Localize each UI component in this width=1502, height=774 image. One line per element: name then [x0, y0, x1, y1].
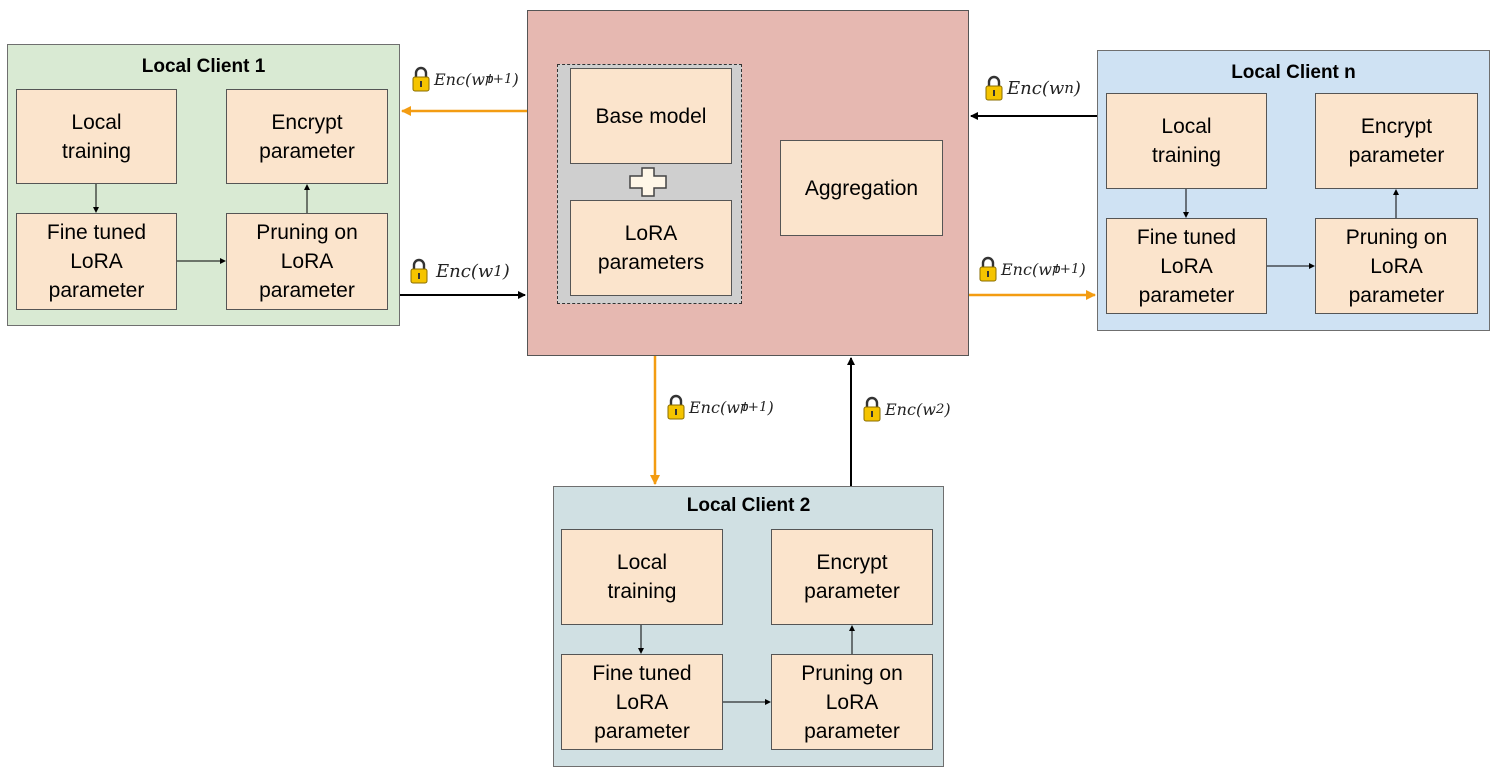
enc-base: Enc(w [1007, 77, 1065, 99]
fine-tuned-lora-node: Fine tuned LoRA parameter [561, 654, 723, 750]
fine-tuned-lora-node: Fine tuned LoRA parameter [1106, 218, 1267, 314]
encrypt-parameter-node: Encrypt parameter [771, 529, 933, 625]
enc-sub: p [484, 71, 494, 87]
enc-sup: t+1 [1054, 261, 1080, 277]
enc-close: ) [512, 69, 519, 89]
aggregation-node: Aggregation [780, 140, 943, 236]
client-title: Local Client n [1231, 62, 1356, 83]
enc-sub: n [1064, 79, 1074, 97]
pruning-lora-node: Pruning on LoRA parameter [1315, 218, 1478, 314]
plus-icon [629, 167, 667, 197]
base-model-node: Base model [570, 68, 732, 164]
pruning-lora-node: Pruning on LoRA parameter [226, 213, 388, 310]
lock-icon [979, 256, 997, 282]
client-title: Local Client 1 [141, 56, 266, 77]
fine-tuned-lora-node: Fine tuned LoRA parameter [16, 213, 177, 310]
enc-sub: p [739, 399, 749, 415]
enc-base: Enc(w [436, 260, 494, 282]
enc-sub: p [1051, 261, 1061, 277]
local-training-node: Local training [1106, 93, 1267, 189]
enc-base: Enc(w [885, 399, 936, 419]
lora-parameters-node: LoRA parameters [570, 200, 732, 296]
local-training-node: Local training [16, 89, 177, 184]
enc-base: Enc(w [1001, 259, 1052, 279]
enc-base: Enc(w [689, 397, 740, 417]
local-training-node: Local training [561, 529, 723, 625]
lock-icon [410, 258, 428, 284]
enc-base: Enc(w [434, 69, 485, 89]
pruning-lora-node: Pruning on LoRA parameter [771, 654, 933, 750]
enc-close: ) [1073, 77, 1081, 99]
enc-close: ) [502, 260, 510, 282]
lock-icon [985, 75, 1003, 101]
lock-icon [863, 396, 881, 422]
enc-sub: 1 [493, 262, 503, 280]
enc-close: ) [944, 399, 951, 419]
encrypt-parameter-node: Encrypt parameter [226, 89, 388, 184]
lock-icon [412, 66, 430, 92]
enc-close: ) [767, 397, 774, 417]
client-title: Local Client 2 [686, 495, 811, 516]
enc-sub: 2 [935, 401, 945, 417]
enc-sup: t+1 [742, 399, 768, 415]
enc-close: ) [1079, 259, 1086, 279]
lock-icon [667, 394, 685, 420]
enc-sup: t+1 [487, 71, 513, 87]
encrypt-parameter-node: Encrypt parameter [1315, 93, 1478, 189]
